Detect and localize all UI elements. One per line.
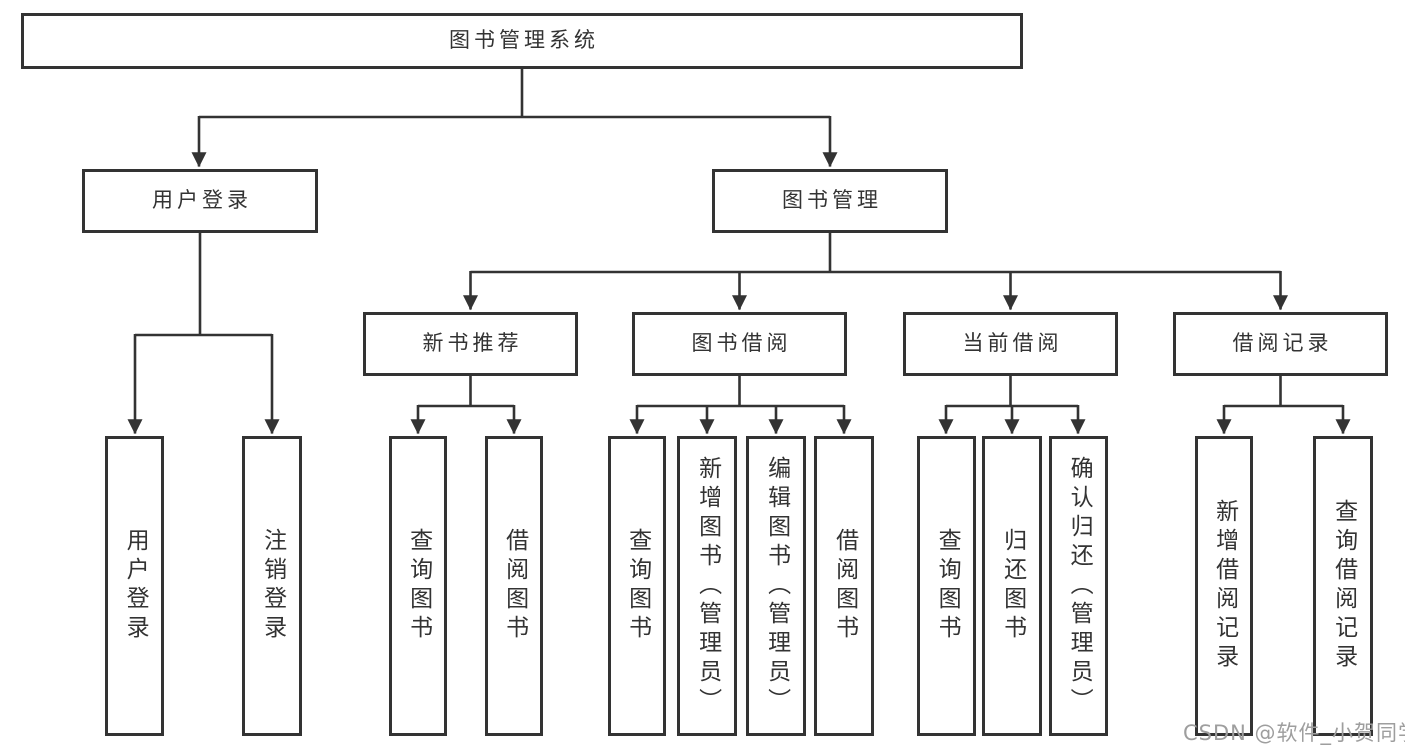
- node-label: 图书借阅: [691, 331, 792, 356]
- node-label: 用户登录: [122, 528, 149, 644]
- node-label: 确认归还（管理员）: [1066, 455, 1093, 717]
- node-label: 借阅记录: [1232, 331, 1333, 356]
- leaf-user-login: 用户登录: [105, 436, 164, 736]
- node-label: 注销登录: [259, 528, 286, 644]
- leaf-current-return-books: 归还图书: [982, 436, 1042, 736]
- node-label: 查询图书: [934, 528, 961, 644]
- edges-management-to-level3: [463, 233, 1288, 311]
- node-book-borrow: 图书借阅: [632, 312, 847, 376]
- leaf-records-query-record: 查询借阅记录: [1313, 436, 1373, 736]
- node-label: 借阅图书: [831, 528, 858, 644]
- leaf-newbook-borrow-books: 借阅图书: [485, 436, 543, 736]
- node-label: 新增借阅记录: [1211, 499, 1238, 673]
- node-label: 查询借阅记录: [1330, 499, 1357, 673]
- leaf-borrow-edit-books-admin: 编辑图书（管理员）: [746, 436, 806, 736]
- node-user-login: 用户登录: [82, 169, 318, 233]
- node-label: 用户登录: [152, 188, 252, 213]
- node-label: 新增图书（管理员）: [694, 455, 721, 717]
- leaf-records-add-record: 新增借阅记录: [1195, 436, 1253, 736]
- node-current-borrow: 当前借阅: [903, 312, 1118, 376]
- node-label: 借阅图书: [501, 528, 528, 644]
- leaf-logout: 注销登录: [242, 436, 302, 736]
- node-label: 新书推荐: [422, 331, 523, 356]
- node-label: 编辑图书（管理员）: [763, 455, 790, 717]
- node-book-management: 图书管理: [712, 169, 948, 233]
- leaf-borrow-add-books-admin: 新增图书（管理员）: [677, 436, 737, 736]
- node-label: 查询图书: [624, 528, 651, 644]
- node-new-book-recommend: 新书推荐: [363, 312, 578, 376]
- leaf-newbook-query-books: 查询图书: [389, 436, 447, 736]
- edges-records-to-children: [1216, 376, 1351, 435]
- edges-root-to-level2: [191, 68, 838, 168]
- node-label: 当前借阅: [962, 331, 1063, 356]
- edges-currentborrow-to-children: [938, 376, 1086, 435]
- node-library-management-system: 图书管理系统: [21, 13, 1023, 69]
- leaf-current-query-books: 查询图书: [917, 436, 976, 736]
- node-label: 图书管理: [782, 188, 882, 213]
- edges-newbook-to-children: [410, 376, 522, 435]
- node-label: 图书管理系统: [449, 28, 599, 53]
- csdn-watermark: CSDN @软件_小贺同学: [1183, 721, 1405, 745]
- leaf-borrow-borrow-books: 借阅图书: [814, 436, 874, 736]
- leaf-borrow-query-books: 查询图书: [608, 436, 666, 736]
- edges-login-to-children: [127, 233, 280, 435]
- edges-bookborrow-to-children: [629, 376, 852, 435]
- leaf-current-confirm-return-admin: 确认归还（管理员）: [1049, 436, 1108, 736]
- node-borrow-records: 借阅记录: [1173, 312, 1388, 376]
- node-label: 归还图书: [999, 528, 1026, 644]
- node-label: 查询图书: [405, 528, 432, 644]
